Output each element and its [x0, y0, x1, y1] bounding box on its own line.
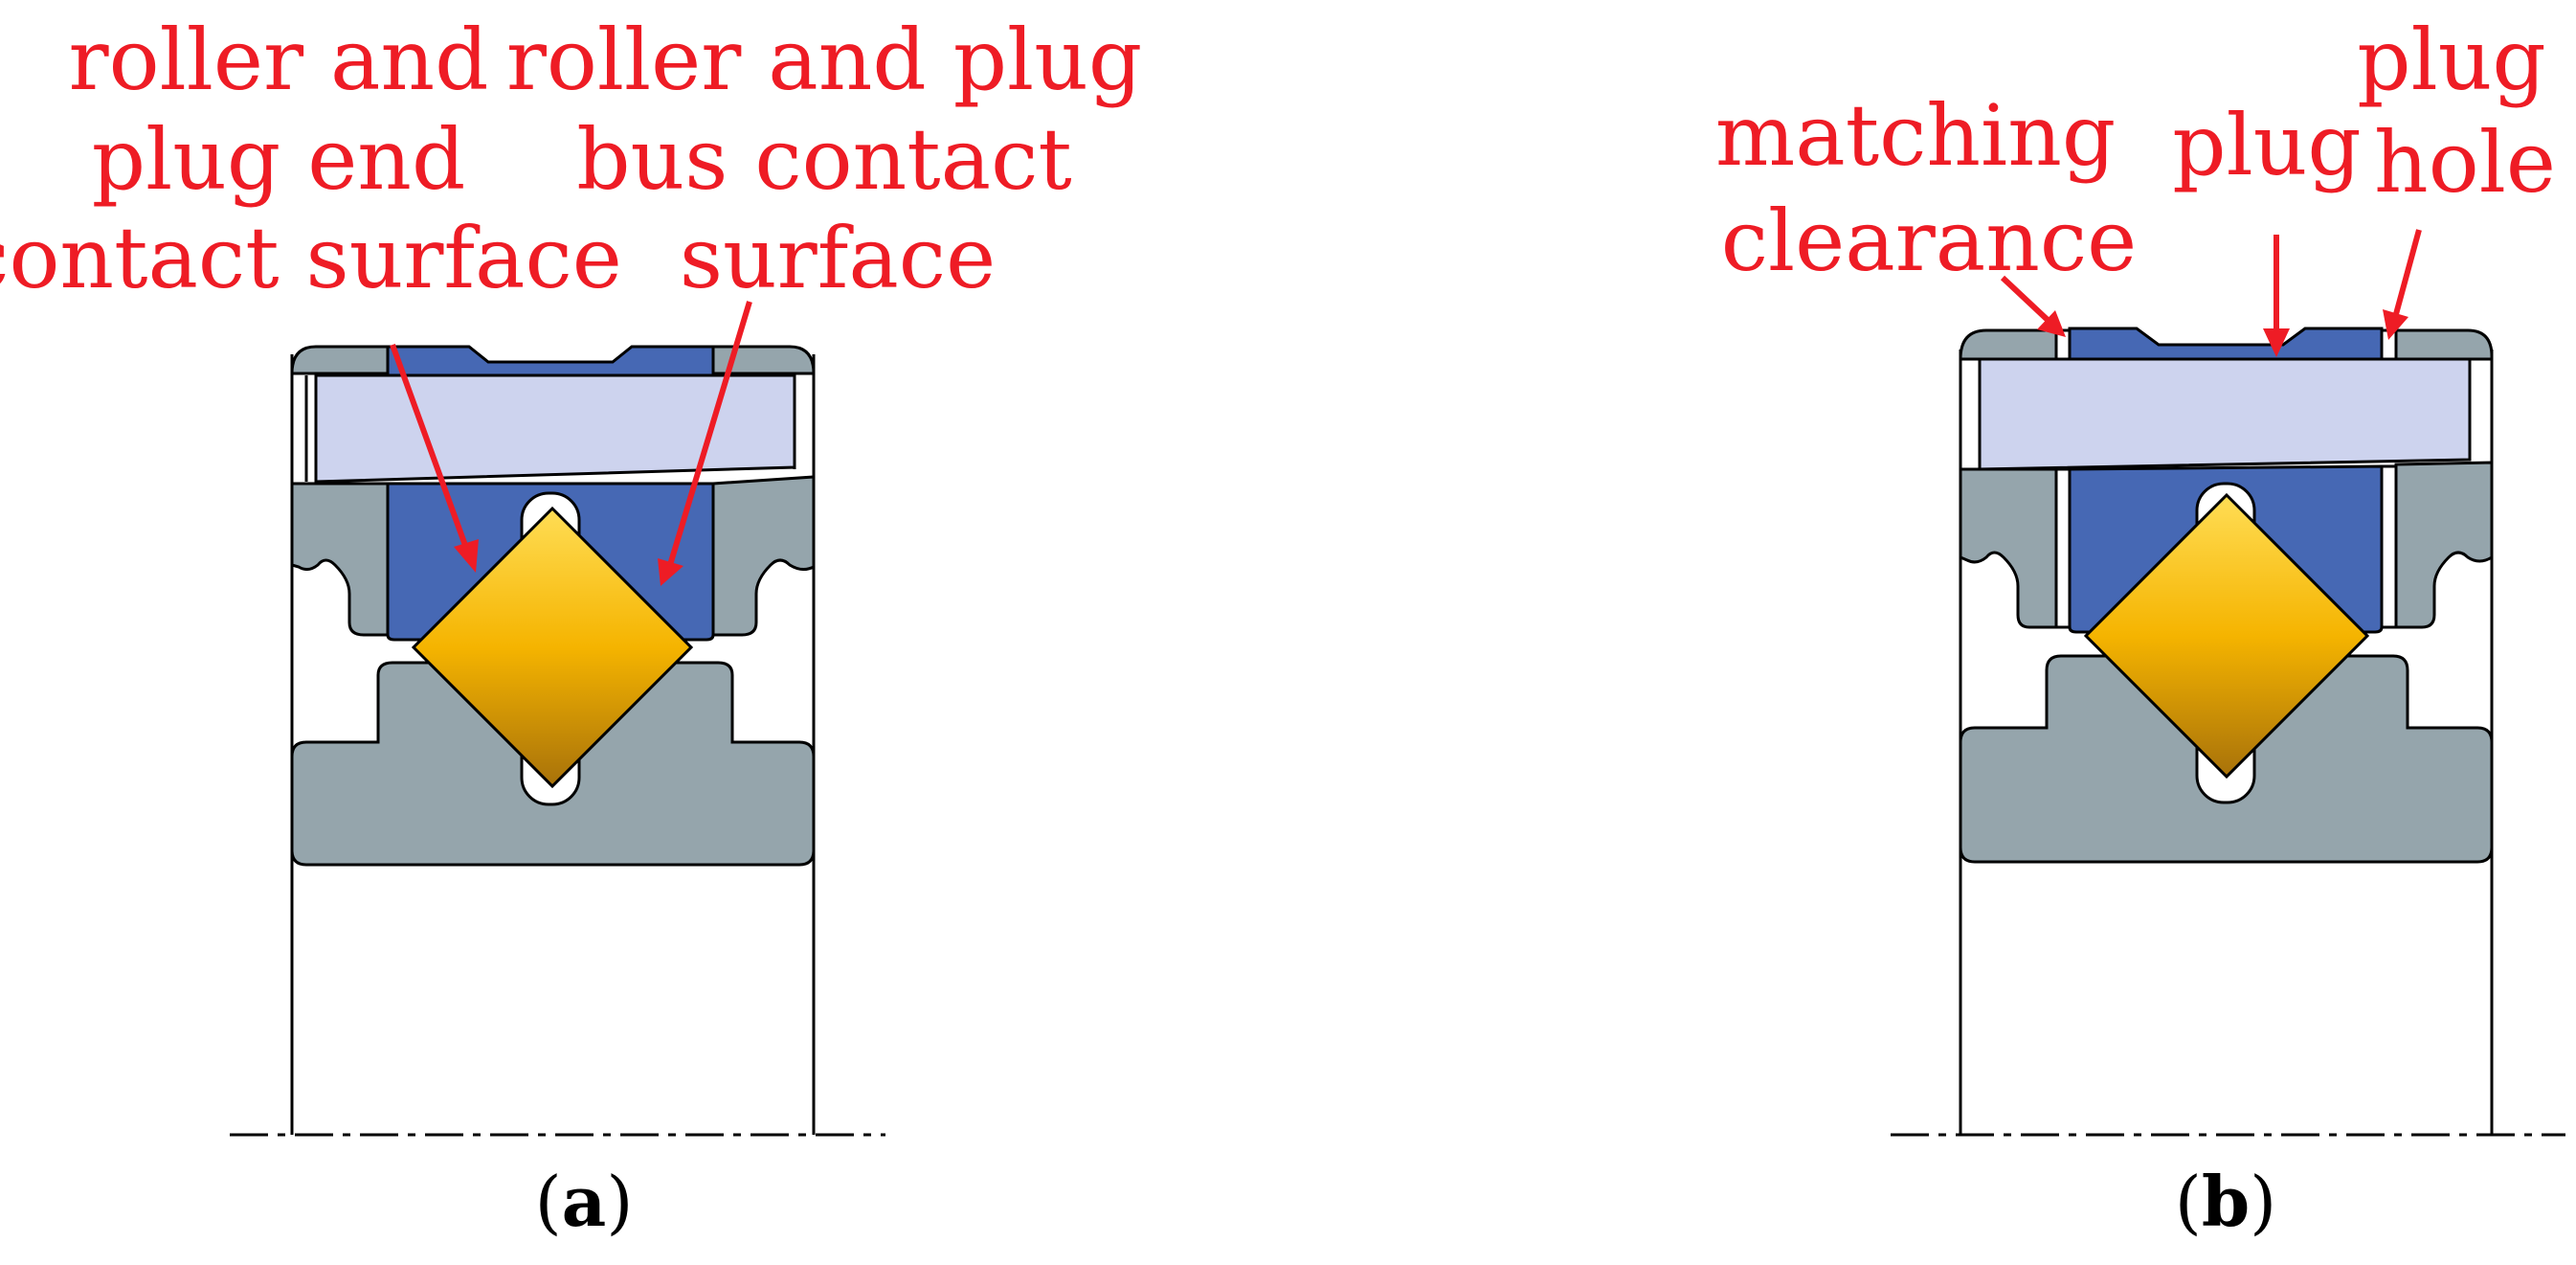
outer-ring-left [290, 482, 390, 637]
roller [411, 506, 694, 789]
outer-ring-top-left [1959, 328, 2058, 361]
arrow-bus-contact [667, 301, 752, 566]
arrow-plug-hole [2393, 229, 2422, 315]
outer-ring-right [2394, 461, 2494, 629]
label-matching-clearance: matching clearance [1715, 86, 2142, 290]
plug-head [386, 345, 715, 377]
outer-ring-left [1959, 467, 2058, 629]
label-bus-contact: roller and plug bus contact surface [506, 11, 1169, 307]
outer-ring-right [711, 475, 816, 637]
label-end-contact: roller and plug end contact surface [0, 11, 622, 307]
outer-ring-top-right [2394, 328, 2494, 361]
caption-b: (b) [2175, 1161, 2277, 1242]
outer-ring-top-left [290, 345, 390, 375]
panel-a: roller and plug end contact surface roll… [0, 11, 1169, 1242]
caption-a: (a) [535, 1161, 634, 1242]
label-plug: plug [2172, 96, 2361, 194]
connecting-pin [1978, 357, 2472, 471]
arrow-matching-clearance [2000, 275, 2051, 324]
plug-hole-gap-left [2054, 467, 2072, 629]
plug-hole-gap-right [2380, 464, 2398, 629]
label-plug-hole: plug hole [2357, 11, 2572, 212]
outer-ring-top-right [711, 345, 816, 375]
arrow-end-contact [390, 343, 470, 553]
panel-b: matching clearance plug plug hole (b) [1715, 11, 2572, 1242]
roller [2083, 492, 2370, 779]
plug-head [2068, 327, 2384, 361]
